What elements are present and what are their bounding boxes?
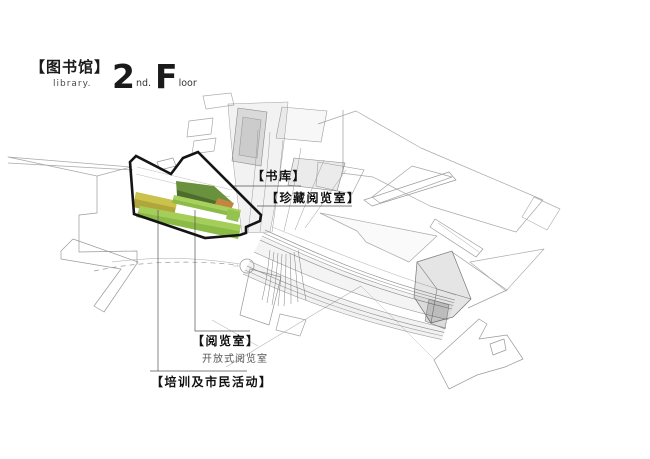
label-rare-reading: 【珍藏阅览室】 (266, 191, 361, 205)
orange-wedge (215, 198, 234, 210)
page-title-cjk: 【图书馆】 (30, 58, 111, 76)
floor-indicator: 2 nd. F loor (112, 54, 201, 92)
training-volume (133, 192, 177, 217)
program-volumes (133, 181, 241, 239)
floor-number: 2 (112, 56, 135, 96)
label-reading-room-sub: 开放式阅览室 (202, 354, 268, 365)
roof-fan-cluster (227, 101, 365, 234)
right-gray-block (413, 250, 472, 330)
rare-reading-strip (172, 195, 241, 222)
floor-letter: F (155, 56, 178, 96)
leader-lines (150, 185, 352, 372)
reading-room-strip (136, 206, 241, 239)
page-title-sub: library. (53, 79, 92, 89)
floor-outline (128, 150, 263, 240)
curved-ribbon-wing (242, 226, 457, 340)
book-stack-volume (176, 181, 234, 210)
floor-ordinal: nd. (135, 78, 152, 89)
label-training: 【培训及市民活动】 (151, 375, 273, 389)
label-reading-room: 【阅览室】 (192, 334, 260, 348)
floor-word: loor (178, 78, 197, 89)
label-book-stack: 【书库】 (252, 169, 307, 183)
